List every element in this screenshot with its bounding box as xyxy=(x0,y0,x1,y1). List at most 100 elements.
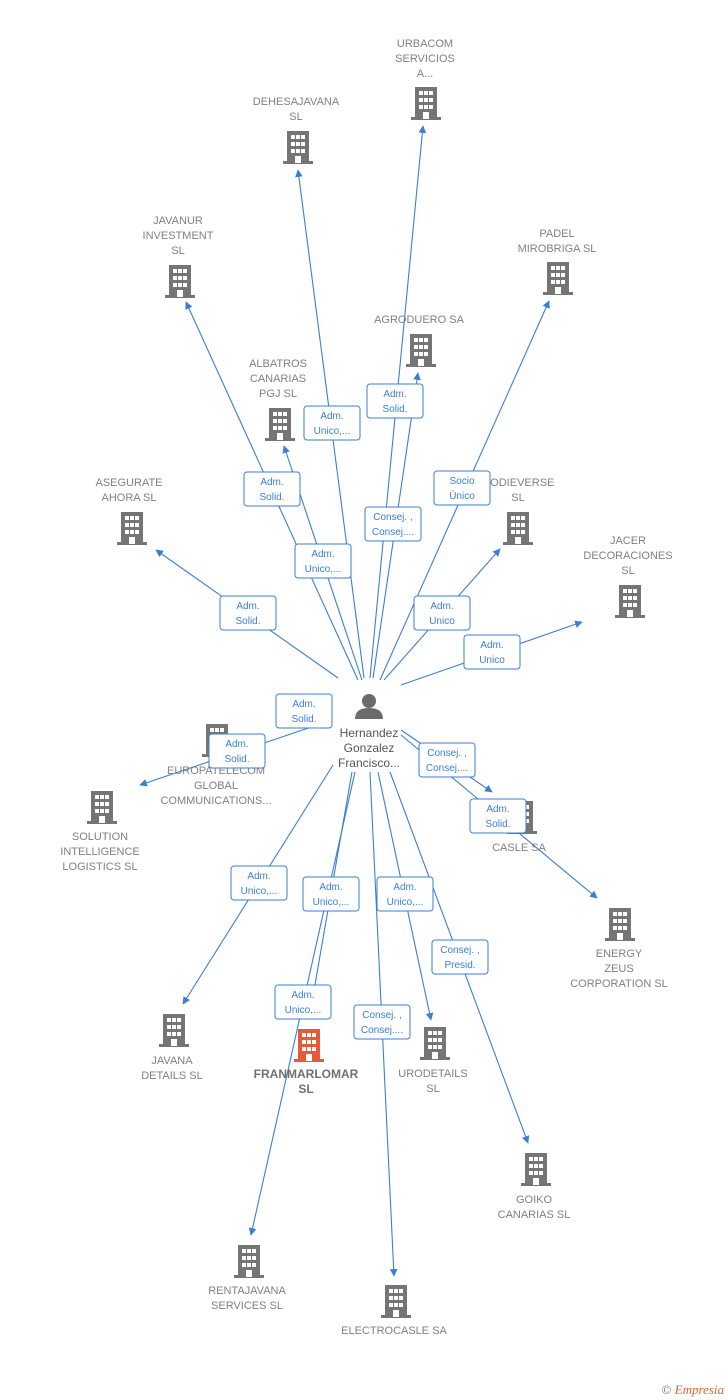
role-text-line: Consej.... xyxy=(372,527,414,538)
company-label-line: SL xyxy=(289,111,302,123)
person-icon xyxy=(355,694,383,719)
role-text-line: Adm. xyxy=(486,804,509,815)
role-badge-asegurate[interactable]: Adm. Solid. xyxy=(219,595,277,631)
company-node-agroduero[interactable]: AGRODUERO SA xyxy=(374,314,465,367)
company-label-line: SL xyxy=(511,492,524,504)
company-label-line: JACER xyxy=(610,535,646,547)
role-badge-urbacom[interactable]: Adm.Solid. xyxy=(366,383,424,419)
role-box xyxy=(275,693,333,729)
role-box xyxy=(230,865,288,901)
role-box xyxy=(463,634,521,670)
role-badge-energy[interactable]: Adm.Solid. xyxy=(469,798,527,834)
role-badge-dehesajavana[interactable]: Adm.Unico,... xyxy=(303,405,361,441)
company-label-line: PADEL xyxy=(539,228,574,240)
company-label-line: SL xyxy=(171,245,184,257)
role-badge-europatelecom[interactable]: Adm.Solid. xyxy=(208,733,266,769)
building-icon xyxy=(117,512,147,545)
company-label-line: AHORA SL xyxy=(101,492,156,504)
company-node-urbacom[interactable]: URBACOMSERVICIOSA... xyxy=(395,38,455,120)
company-label-line: COMMUNICATIONS... xyxy=(160,795,271,807)
role-badge-oodieverse[interactable]: Adm.Unico xyxy=(413,595,471,631)
company-label-line: CORPORATION SL xyxy=(570,978,668,990)
role-text-line: Unico,... xyxy=(313,897,350,908)
role-text-line: Adm. xyxy=(247,871,270,882)
role-badge-albatros[interactable]: Adm.Unico,... xyxy=(294,543,352,579)
role-box xyxy=(469,798,527,834)
role-text-line: Solid. xyxy=(235,616,260,627)
company-label-line: ASEGURATE xyxy=(95,477,162,489)
role-text-line: Adm. xyxy=(236,601,259,612)
building-icon xyxy=(381,1285,411,1318)
role-badge-jacer[interactable]: Adm.Unico xyxy=(463,634,521,670)
role-box xyxy=(376,876,434,912)
company-node-asegurate[interactable]: ASEGURATE AHORA SL xyxy=(95,477,163,545)
role-badge-goiko[interactable]: Consej. ,Presid. xyxy=(431,939,489,975)
role-badge-casle[interactable]: Consej. ,Consej.... xyxy=(418,742,476,778)
role-text-line: Adm. xyxy=(225,739,248,750)
role-text-line: Adm. xyxy=(311,549,334,560)
role-box xyxy=(219,595,277,631)
company-node-electrocasle[interactable]: ELECTROCASLE SA xyxy=(341,1285,448,1337)
company-label-line: SERVICES SL xyxy=(211,1300,283,1312)
company-label-line: SOLUTION xyxy=(72,831,128,843)
role-box xyxy=(418,742,476,778)
role-text-line: Consej. , xyxy=(427,748,466,759)
role-badge-javanur[interactable]: Adm.Solid. xyxy=(243,471,301,507)
role-text-line: Unico,... xyxy=(314,426,351,437)
company-label-line: SL xyxy=(426,1083,439,1095)
role-text-line: Adm. xyxy=(291,990,314,1001)
role-text-line: Unico xyxy=(429,616,455,627)
company-label-line: DEHESAJAVANA xyxy=(253,96,340,108)
role-text-line: Adm. xyxy=(319,882,342,893)
role-badge-urodetails[interactable]: Adm.Unico,... xyxy=(376,876,434,912)
role-box xyxy=(302,876,360,912)
building-icon xyxy=(87,791,117,824)
role-text-line: Unico,... xyxy=(241,886,278,897)
building-icon xyxy=(615,585,645,618)
building-icon xyxy=(521,1153,551,1186)
company-label-line: INTELLIGENCE xyxy=(60,846,139,858)
person-node[interactable]: Hernandez Gonzalez Francisco... xyxy=(338,694,400,770)
company-node-casle[interactable]: CASLE SA xyxy=(492,801,547,854)
role-box xyxy=(364,506,422,542)
company-label-line: SL xyxy=(298,1082,313,1096)
role-badge-electrocasle[interactable]: Consej. ,Consej.... xyxy=(353,1004,411,1040)
company-node-dehesajavana[interactable]: DEHESAJAVANA SL xyxy=(253,96,340,164)
role-badge-franmarlomar[interactable]: Adm.Unico,... xyxy=(274,984,332,1020)
company-label-line: ZEUS xyxy=(604,963,633,975)
role-badge-agroduero[interactable]: Consej. , Consej.... xyxy=(364,506,422,542)
building-icon xyxy=(159,1014,189,1047)
company-node-europatelecom[interactable]: EUROPATELECOMGLOBALCOMMUNICATIONS... xyxy=(160,724,272,807)
role-text-line: Solid. xyxy=(259,492,284,503)
role-text-line: Consej. , xyxy=(373,512,412,523)
role-badge-javana[interactable]: Adm. Unico,... xyxy=(230,865,288,901)
role-badge-rentajavana[interactable]: Adm. Unico,... xyxy=(302,876,360,912)
company-label-line: GOIKO xyxy=(516,1194,553,1206)
company-label-line: FRANMARLOMAR xyxy=(254,1067,359,1081)
company-label-line: DECORACIONES xyxy=(583,550,672,562)
building-icon xyxy=(294,1029,324,1062)
person-name-line-2: Gonzalez xyxy=(344,741,395,755)
role-box xyxy=(366,383,424,419)
role-text-line: Presid. xyxy=(444,960,475,971)
company-label-line: CANARIAS xyxy=(250,373,306,385)
watermark: © Empresia xyxy=(662,1382,725,1398)
role-box xyxy=(208,733,266,769)
copyright-symbol: © xyxy=(661,1382,672,1397)
role-badge-solution[interactable]: Adm.Solid. xyxy=(275,693,333,729)
company-label-line: CASLE SA xyxy=(492,842,546,854)
